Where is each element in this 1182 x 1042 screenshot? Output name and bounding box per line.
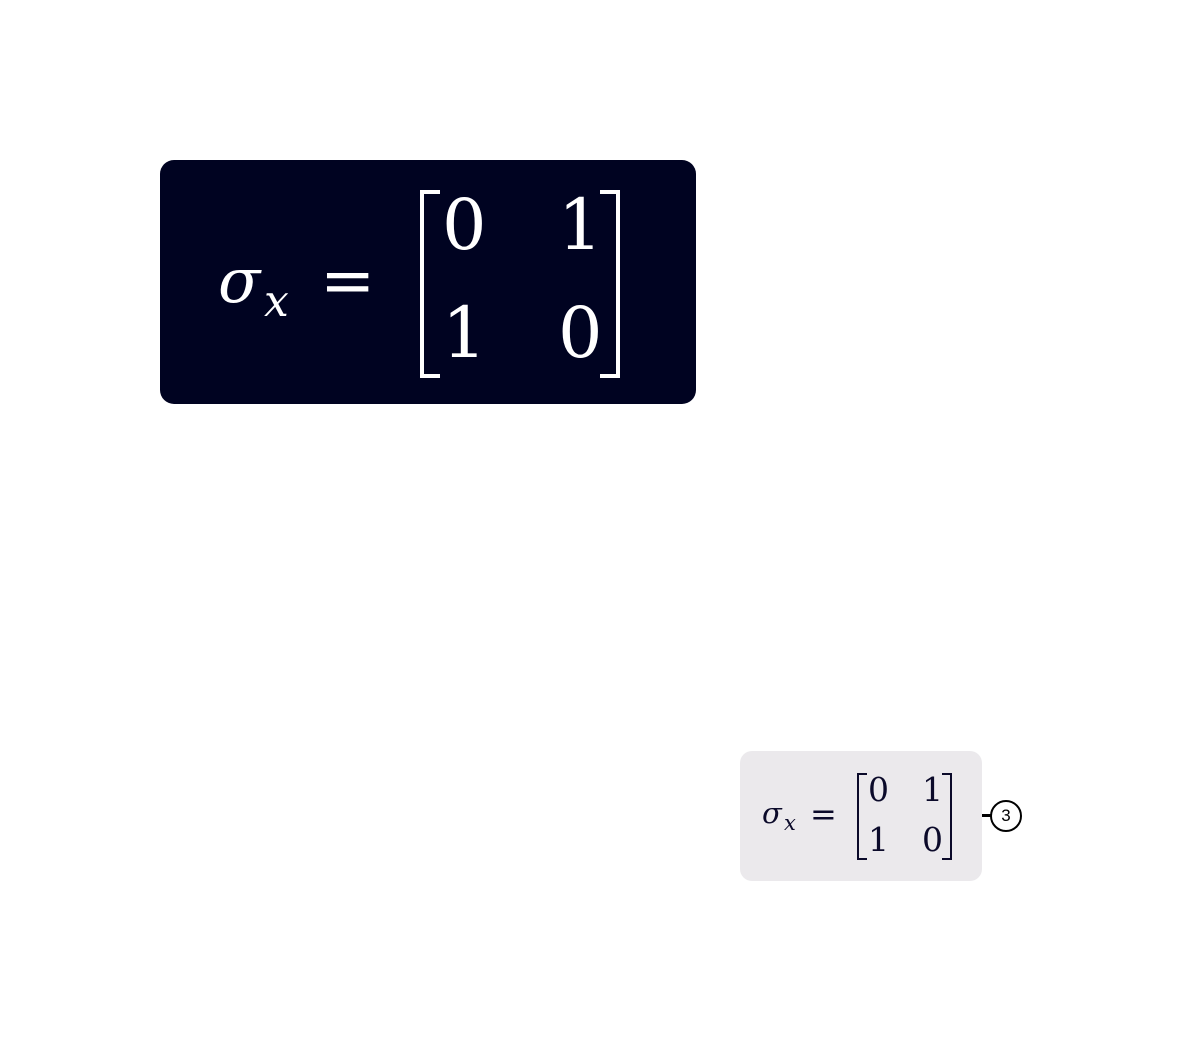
callout-connector <box>982 814 991 817</box>
matrix-r1c1: 0 <box>442 184 487 266</box>
callout-number-badge[interactable]: 3 <box>990 800 1022 832</box>
matrix-small-r2c2: 0 <box>922 820 943 859</box>
right-bracket <box>600 190 620 378</box>
equation-card-small[interactable]: σ x = 0 1 1 0 <box>740 751 982 881</box>
matrix-r2c2: 0 <box>558 292 603 374</box>
matrix-r2c1: 1 <box>442 292 487 374</box>
matrix-small-r2c1: 1 <box>868 820 889 859</box>
equals-sign: = <box>320 242 376 319</box>
left-bracket <box>420 190 440 378</box>
sigma-subscript-small: x <box>784 811 796 835</box>
left-bracket-small <box>857 773 867 860</box>
sigma-symbol: σ <box>218 244 261 317</box>
equation-card-large: σ x = 0 1 1 0 <box>160 160 696 404</box>
sigma-subscript: x <box>264 276 289 327</box>
equals-sign-small: = <box>810 795 837 833</box>
matrix-r1c2: 1 <box>558 184 603 266</box>
right-bracket-small <box>942 773 952 860</box>
matrix-small-r1c2: 1 <box>922 770 943 809</box>
matrix-small-r1c1: 0 <box>868 770 889 809</box>
sigma-symbol-small: σ <box>762 796 782 830</box>
